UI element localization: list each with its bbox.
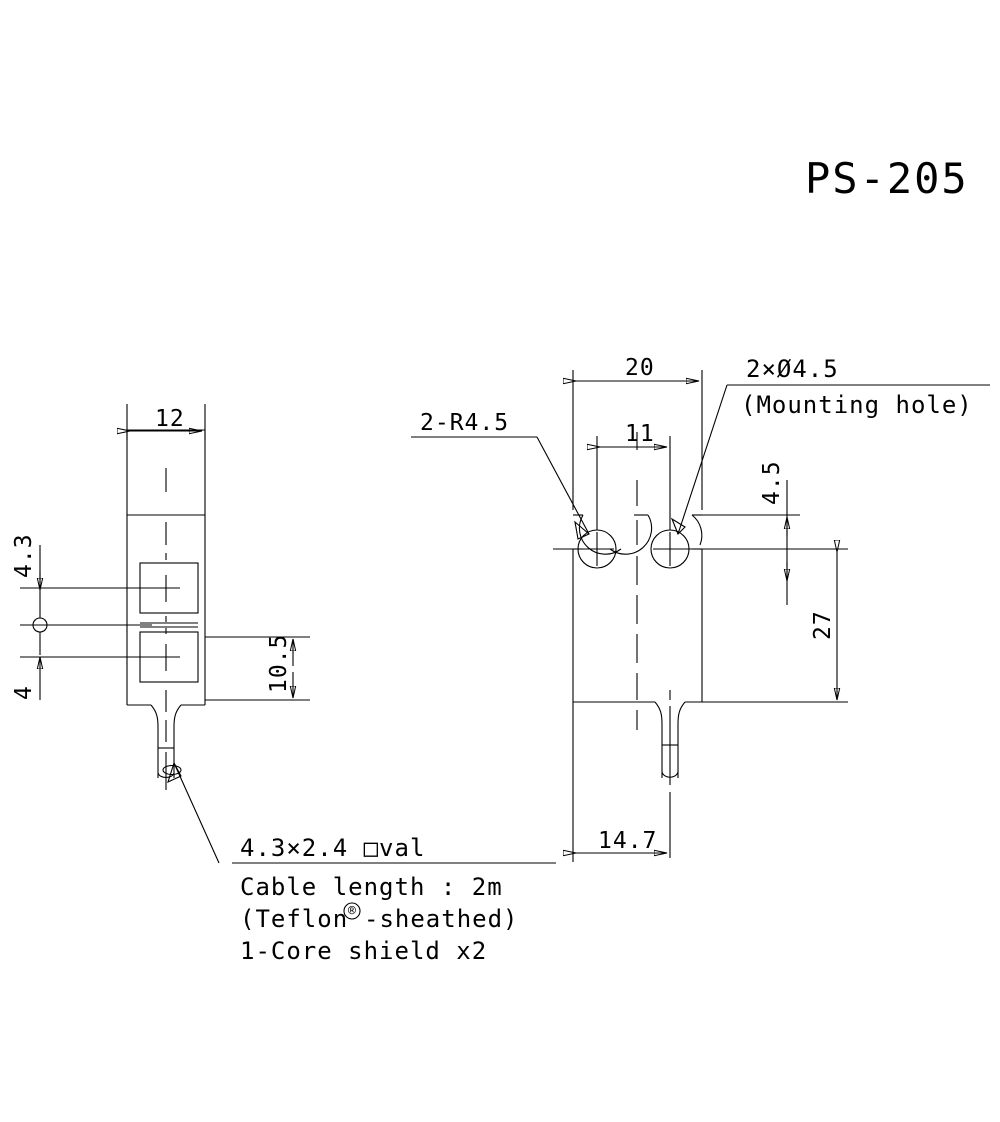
- note-cable-sheath-post: -sheathed): [364, 905, 519, 933]
- front-view-notch-arc-left-b: [609, 514, 653, 555]
- note-cable-sheath-pre: (Teflon: [240, 905, 348, 933]
- callout-cable-oval: 4.3×2.4 □val: [167, 761, 556, 864]
- dimension-11: 11: [597, 421, 671, 530]
- dim-text-10-5: 10.5: [266, 634, 292, 693]
- dim-text-14-7: 14.7: [598, 828, 657, 854]
- registered-trademark-circle-icon: [343, 902, 361, 920]
- callout-text-mounting-hole-label: (Mounting hole): [741, 391, 973, 419]
- dimension-27: 27: [702, 552, 848, 703]
- callout-mounting-hole: 2×Ø4.5 (Mounting hole): [670, 355, 990, 535]
- leader-line-mounting-hole: [677, 384, 728, 535]
- note-cable-length: Cable length : 2m: [240, 873, 503, 901]
- callout-2-r4-5: 2-R4.5: [411, 410, 591, 540]
- dimension-4-5: 4.5: [702, 460, 800, 605]
- dimension-4: 4: [11, 657, 40, 700]
- dim-text-27: 27: [810, 610, 836, 640]
- side-view-boss-right: [173, 704, 182, 748]
- front-view-boss-right: [677, 701, 686, 745]
- dimension-20: 20: [573, 355, 703, 510]
- side-view-cable-oval-section: [162, 764, 182, 776]
- side-view-body-sides: [126, 430, 206, 705]
- leader-line-cable-oval: [173, 762, 220, 864]
- dim-text-12: 12: [155, 406, 185, 432]
- callout-text-mounting-hole-dia: 2×Ø4.5: [746, 355, 839, 383]
- dim-text-4: 4: [11, 685, 37, 700]
- dim-text-4-5: 4.5: [759, 460, 785, 505]
- drawing-title: PS-205: [805, 154, 969, 203]
- mounting-hole-right-cross: [653, 532, 687, 566]
- leader-line-r4-5: [536, 436, 590, 535]
- notes-block: Cable length : 2m (Teflon ® -sheathed) 1…: [240, 873, 519, 965]
- front-view-group: 20 11 4.5: [411, 355, 990, 862]
- side-view-boss-left: [150, 704, 159, 748]
- note-cable-sheath: (Teflon ® -sheathed): [240, 902, 519, 933]
- leader-arrow-mounting-hole: [670, 517, 686, 535]
- dimension-4-3: 4.3: [11, 533, 40, 590]
- side-view-window-gap: [140, 622, 198, 628]
- registered-trademark-icon: ®: [348, 904, 356, 919]
- leader-arrow-cable-oval: [167, 761, 182, 784]
- front-view-notch-arc-right-b: [691, 514, 703, 546]
- side-view-upper-window-cross: [152, 575, 180, 602]
- mounting-hole-left-cross: [580, 532, 614, 566]
- dimension-12: 12: [127, 404, 206, 440]
- callout-text-r4-5: 2-R4.5: [420, 410, 509, 436]
- dimension-10-5: 10.5: [205, 634, 310, 701]
- leader-arrow-r4-5: [574, 520, 591, 540]
- side-view-lower-window-cross: [152, 644, 180, 671]
- side-view-group: 12 4.3 4: [11, 404, 556, 864]
- dim-text-11: 11: [625, 421, 655, 447]
- dim-text-4-3: 4.3: [11, 533, 37, 578]
- front-view-boss-left: [654, 701, 663, 745]
- dim-text-20: 20: [625, 355, 655, 381]
- callout-text-cable-oval: 4.3×2.4 □val: [240, 834, 425, 862]
- dimension-14-7: 14.7: [573, 702, 667, 862]
- front-view-notch-arc-left: [578, 514, 622, 555]
- note-cable-core: 1-Core shield x2: [240, 937, 487, 965]
